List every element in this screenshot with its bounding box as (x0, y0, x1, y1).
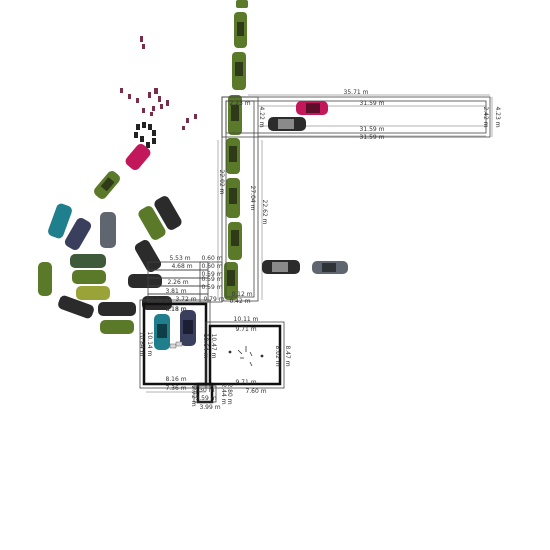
dim-room-right-bottom: 9.71 m (235, 379, 256, 386)
car[interactable] (137, 204, 168, 241)
vestibule (193, 382, 217, 404)
left-dimension-stack (147, 261, 223, 303)
car-magenta[interactable] (124, 142, 153, 172)
dim-stack-13: 8.18 m (165, 306, 186, 313)
dim-vestibule-w2: 3.59 m (195, 395, 216, 402)
car[interactable] (38, 262, 52, 296)
dim-stack-14: 0.12 m (231, 291, 252, 298)
dim-corridor-inner-mid: 31.59 m (360, 126, 385, 133)
car[interactable] (100, 320, 134, 334)
light-fixture-icon (228, 346, 264, 367)
dim-vertical-outer-left: 22.02 m (218, 170, 225, 195)
dim-vestibule-w1: 3.30 m (193, 387, 214, 394)
vertical-car-column (224, 0, 248, 300)
car[interactable] (70, 254, 106, 268)
dim-stack-9: 3.81 m (165, 288, 186, 295)
car-dark[interactable] (57, 294, 96, 319)
dim-room-right-top: 9.71 m (235, 326, 256, 333)
dim-stack-4: 0.60 m (201, 263, 222, 270)
dim-stack-5: 0.59 m (201, 276, 222, 283)
dim-stack-12: 3.72 m (175, 296, 196, 303)
chair-circle (134, 122, 156, 148)
dim-stack-15: 0.42 m (229, 298, 250, 305)
room-right (205, 321, 285, 389)
dim-stack-1: 5.53 m (169, 255, 190, 262)
dim-vestibule-w3: 3.99 m (199, 404, 220, 411)
car-teal[interactable] (47, 202, 74, 239)
dim-corridor-total: 35.71 m (344, 89, 369, 96)
car[interactable] (128, 274, 162, 288)
dim-room-left-bottom: 8.16 m (165, 376, 186, 383)
dim-corridor-inner-bot: 31.59 m (360, 134, 385, 141)
dim-corridor-end-outer: 4.23 m (494, 106, 501, 127)
car[interactable] (153, 194, 184, 231)
car-dark[interactable] (133, 238, 163, 274)
dim-stack-7: 2.26 m (167, 279, 188, 286)
dim-vertical-top-small: 2.23 m (229, 100, 250, 107)
dim-room-left-left: 10.84 m (138, 332, 145, 357)
dim-stack-3: 4.68 m (171, 263, 192, 270)
people-cluster (120, 36, 197, 130)
chair (169, 341, 183, 349)
dim-room-right-top-outer: 10.11 m (234, 316, 259, 323)
dim-room-right-right-outer: 8.02 m (274, 345, 281, 366)
car-olive[interactable] (76, 286, 110, 300)
dim-stack-2: 0.60 m (201, 255, 222, 262)
dim-vertical-inner-b: 22.62 m (261, 200, 268, 225)
dim-stack-11: 0.39 m (149, 296, 170, 303)
dim-room-left-right-inner: 10.47 m (210, 334, 217, 359)
car-gray[interactable] (100, 212, 116, 248)
dim-stack-6: 0.59 m (201, 284, 222, 291)
dim-stack-8: 0.59 m (201, 271, 222, 278)
dim-room-right-right: 8.47 m (284, 345, 291, 366)
dim-room-left-left-inner: 10.14 m (146, 332, 153, 357)
dim-corridor-inner-top: 31.59 m (360, 100, 385, 107)
dim-room-right-bottom-outer: 7.60 m (245, 388, 266, 395)
dim-room-left-right: 10.64 m (202, 334, 209, 359)
dim-room-left-top: 8.18 m (165, 306, 186, 313)
dim-vestibule-h1: 2.72 m (190, 385, 197, 406)
dim-corridor-end-inner: 2.42 m (482, 106, 489, 127)
dim-vertical-inner-a: 27.04 m (249, 186, 256, 211)
dim-room-left-bottom-outer: 7.36 m (165, 385, 186, 392)
dim-vestibule-h2: 2.44 m (220, 383, 227, 404)
car-blue[interactable] (63, 216, 93, 252)
parked-cars-cluster (38, 194, 184, 334)
dim-vestibule-h3: 2.80 m (226, 383, 233, 404)
car[interactable] (236, 0, 248, 8)
dim-stack-10: 0.79 m (203, 296, 224, 303)
car[interactable] (72, 270, 106, 284)
car-dark[interactable] (98, 302, 136, 316)
dim-vertical-top-small2: 4.22 m (258, 106, 265, 127)
